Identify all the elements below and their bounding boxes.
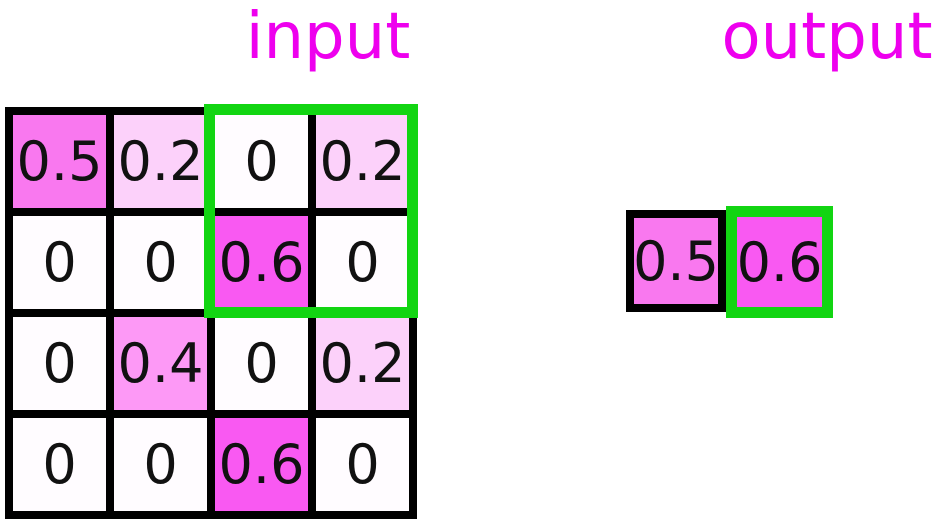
input-cell-r1c2: 0.6 xyxy=(215,216,308,309)
input-cell-r2c3: 0.2 xyxy=(316,317,409,410)
input-cell-r3c2: 0.6 xyxy=(215,418,308,511)
input-title: input xyxy=(245,0,411,74)
input-cell-r0c0: 0.5 xyxy=(13,115,106,208)
input-cell-r1c0: 0 xyxy=(13,216,106,309)
input-cell-r0c2: 0 xyxy=(215,115,308,208)
input-cell-r0c1: 0.2 xyxy=(114,115,207,208)
input-cell-r3c0: 0 xyxy=(13,418,106,511)
output-grid: 0.5 0.6 xyxy=(626,206,833,318)
input-cell-r0c3: 0.2 xyxy=(316,115,409,208)
input-cell-r1c1: 0 xyxy=(114,216,207,309)
input-cell-r2c1: 0.4 xyxy=(114,317,207,410)
output-cell-1-highlighted: 0.6 xyxy=(726,206,833,318)
output-title: output xyxy=(721,0,933,74)
input-cell-r1c3: 0 xyxy=(316,216,409,309)
output-cell-0: 0.5 xyxy=(626,210,726,312)
input-cell-r3c3: 0 xyxy=(316,418,409,511)
input-cell-r2c0: 0 xyxy=(13,317,106,410)
input-cell-r2c2: 0 xyxy=(215,317,308,410)
input-cell-r3c1: 0 xyxy=(114,418,207,511)
